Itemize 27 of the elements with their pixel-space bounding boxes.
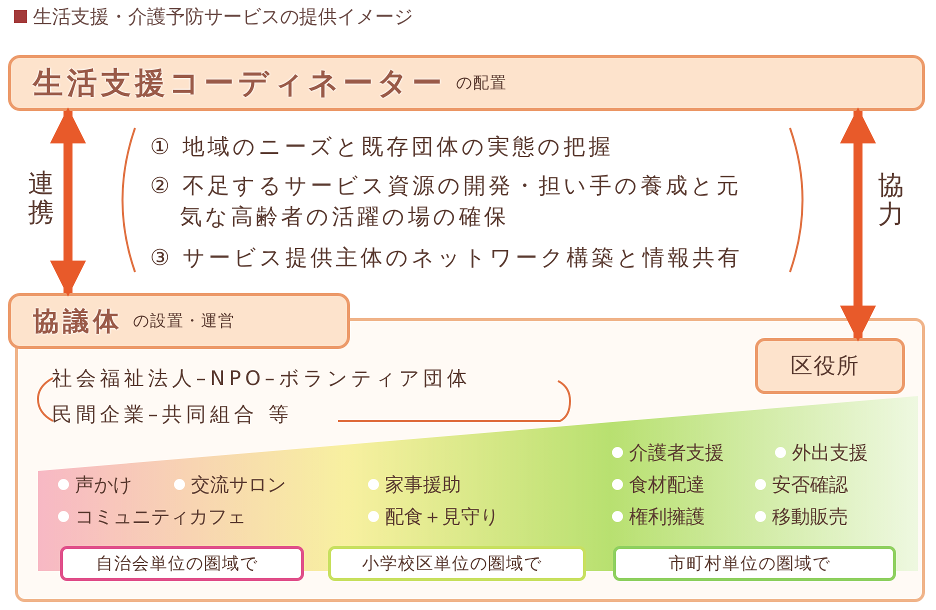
service-item: 声かけ [58,472,132,498]
office-box: 区役所 [755,338,905,394]
task-text: ③ サービス提供主体のネットワーク構築と情報共有 [150,245,743,273]
coordinator-box: 生活支援コーディネーター の配置 [8,55,925,111]
task-text: ① 地域のニーズと既存団体の実態の把握 [150,134,614,162]
service-item: コミュニティカフェ [58,504,246,530]
service-item: 交流サロン [174,472,286,498]
edge-label: 連携 [28,170,54,228]
service-item: 安否確認 [755,472,848,498]
council-tab: 協議体 の設置・運営 [8,293,350,349]
service-item: 介護者支援 [612,440,724,466]
edge-label: 協力 [878,172,904,230]
service-item: 配食＋見守り [368,504,499,530]
service-item: 家事援助 [368,472,461,498]
area-label-box: 自治会単位の圏域で [60,546,304,581]
service-item: 移動販売 [755,504,848,530]
service-item: 食材配達 [612,472,705,498]
organization-text: 民間企業–共同組合 等 [52,401,292,428]
service-item: 外出支援 [775,440,868,466]
double-arrow [50,107,86,297]
title: 生活支援・介護予防サービスの提供イメージ [14,4,413,30]
organization-text: 社会福祉法人–NPO–ボランティア団体 [52,365,471,392]
service-item: 権利擁護 [612,504,705,530]
area-label-box: 市町村単位の圏域で [613,546,896,581]
double-arrow [840,107,876,342]
task-text: ② 不足するサービス資源の開発・担い手の養成と元気な高齢者の活躍の場の確保 [150,173,743,232]
area-label-box: 小学校区単位の圏域で [328,546,586,581]
